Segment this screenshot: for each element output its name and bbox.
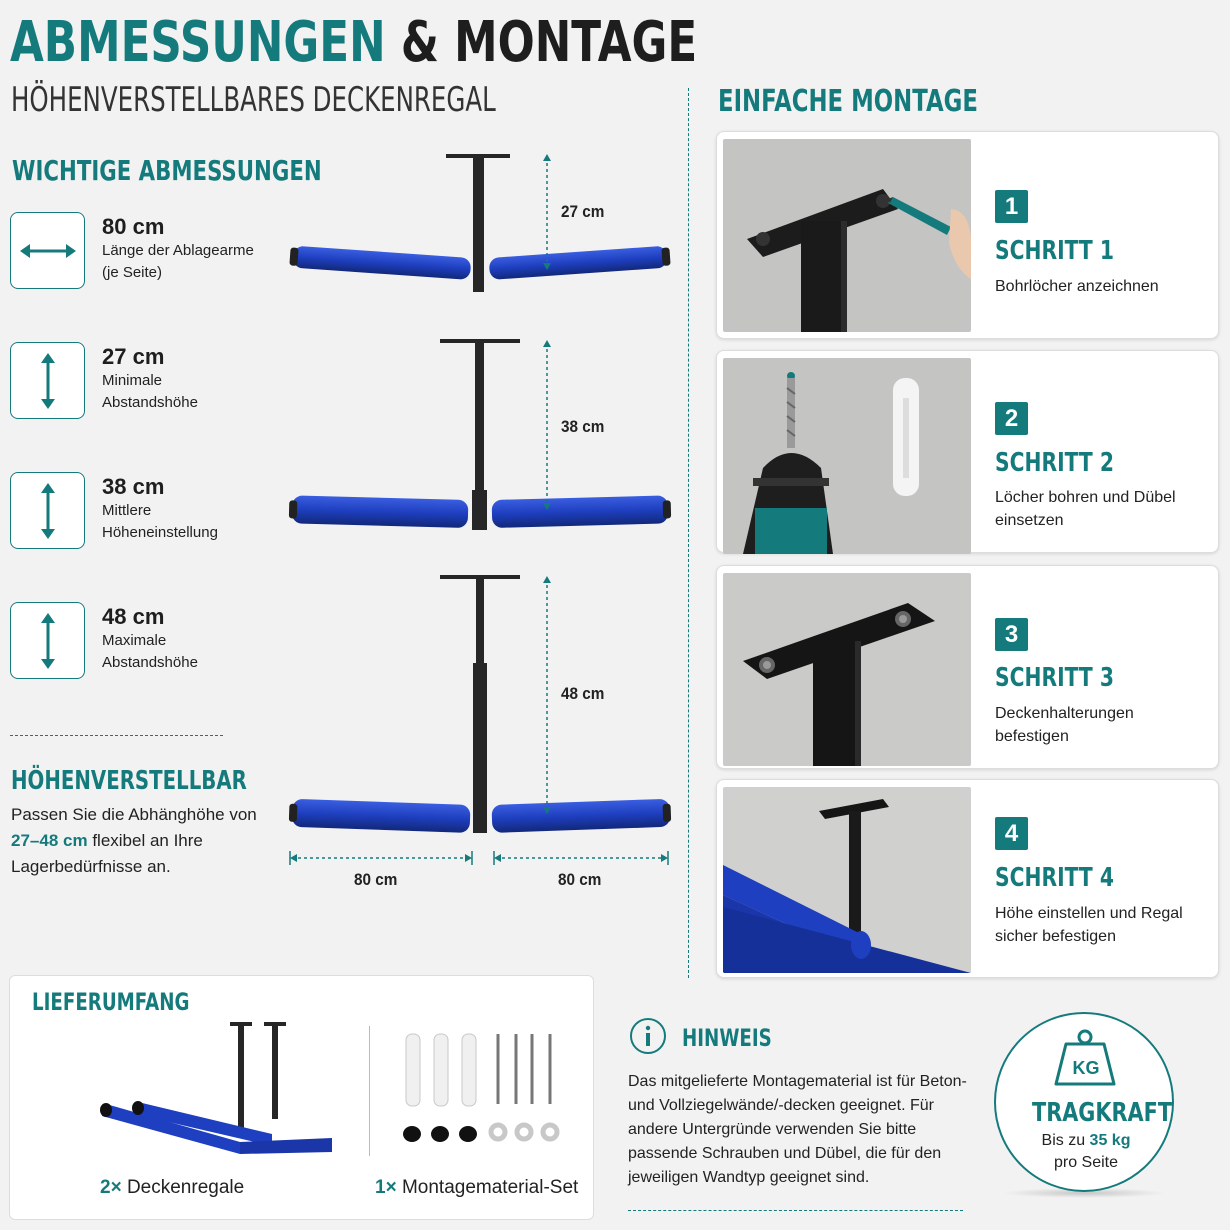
mounting-heading: EINFACHE MONTAGE [718,84,978,119]
shelf-diagram [288,154,672,865]
height-label-mid: 38 cm [561,417,605,436]
adjustable-text: Passen Sie die Abhänghöhe von 27–48 cm f… [11,802,261,880]
adjustable-text-before: Passen Sie die Abhänghöhe von [11,805,257,824]
height-label-max: 48 cm [561,684,605,703]
divider [10,735,223,736]
step-number-badge: 2 [995,402,1028,435]
column-divider [688,88,689,978]
scope-item-label: Deckenregale [126,1177,245,1198]
step-card-1: 1 SCHRITT 1 Bohrlöcher anzeichnen [716,131,1219,339]
scope-item-shelves: 2× Deckenregale [100,1177,244,1199]
title-part-1: ABMESSUNGEN [10,10,386,75]
scope-heading: LIEFERUMFANG [32,988,190,1016]
load-suffix: pro Seite [1053,1154,1119,1171]
title-part-2: & MONTAGE [400,10,698,75]
horizontal-arrow-icon [19,243,76,258]
step-number-badge: 4 [995,817,1028,850]
load-badge-shadow [1002,1188,1166,1198]
vertical-arrow-icon [40,352,55,409]
step-3-photo [723,573,971,766]
dimension-item-max: 48 cm Maximale Abstandshöhe [102,604,198,674]
dimension-icon-box [10,342,85,419]
dimension-value: 38 cm [102,474,165,499]
step-title: SCHRITT 4 [995,863,1114,893]
adjustable-heading: HÖHENVERSTELLBAR [11,766,247,796]
step-description: Bohrlöcher anzeichnen [995,278,1159,295]
load-heading: TRAGKRAFT [1032,1098,1173,1128]
vertical-arrow-icon [40,612,55,669]
step-description: Deckenhalterungen befestigen [995,705,1134,745]
scope-item-label: Montagematerial-Set [401,1177,579,1198]
dimension-label-line1: Maximale [102,632,167,649]
dimension-item-min: 27 cm Minimale Abstandshöhe [102,344,198,414]
dimension-label-line2: (je Seite) [102,264,163,281]
dimensions-heading: WICHTIGE ABMESSUNGEN [12,154,322,187]
load-capacity-badge: KG TRAGKRAFT Bis zu 35 kg pro Seite [994,1012,1174,1192]
shelves-product-image [100,1022,332,1154]
dimension-icon-box [10,602,85,679]
arm-label-right: 80 cm [558,870,602,889]
shelf-min-height [289,154,671,292]
step-2-photo [723,358,971,554]
step-description: Höhe einstellen und Regal sicher befesti… [995,905,1183,945]
shelf-mid-height [288,339,672,530]
scope-item-hardware: 1× Montagematerial-Set [375,1177,578,1199]
shelf-max-height [288,575,672,833]
step-card-4: 4 SCHRITT 4 Höhe einstellen und Regal si… [716,779,1219,978]
load-value: 35 kg [1089,1132,1131,1149]
dimension-icon-box [10,212,85,289]
dimension-label-line1: Minimale [102,372,163,389]
vertical-arrow-icon [40,482,55,539]
height-label-min: 27 cm [561,202,605,221]
dimension-item-mid: 38 cm Mittlere Höheneinstellung [102,474,218,544]
note-text: Das mitgelieferte Montagematerial ist fü… [628,1073,967,1186]
hardware-set-image [403,1033,560,1142]
step-4-photo [723,787,971,973]
dimension-value: 48 cm [102,604,165,629]
step-title: SCHRITT 1 [995,236,1114,266]
adjustable-range: 27–48 cm [11,831,88,850]
step-card-2: 2 SCHRITT 2 Löcher bohren und Dübel eins… [716,350,1219,554]
dimension-icon-box [10,472,85,549]
step-1-photo [723,139,971,332]
dimension-label-line2: Abstandshöhe [102,654,198,671]
dimension-label-line2: Höheneinstellung [102,524,218,541]
dimension-label-line2: Abstandshöhe [102,394,198,411]
step-number-badge: 3 [995,618,1028,651]
weight-icon [1054,1029,1116,1086]
step-number-badge: 1 [995,190,1028,223]
dimension-value: 27 cm [102,344,165,369]
dimension-item-length: 80 cm Länge der Ablagearme (je Seite) [102,214,254,284]
arm-label-left: 80 cm [354,870,398,889]
load-value-line: Bis zu 35 kg [996,1132,1176,1150]
dimension-label-line1: Mittlere [102,502,152,519]
step-title: SCHRITT 3 [995,663,1114,693]
scope-item-qty: 2× [100,1177,122,1198]
page-subtitle: HÖHENVERSTELLBARES DECKENREGAL [11,80,496,120]
scope-item-qty: 1× [375,1177,397,1198]
adjustable-text-after: flexibel an Ihre Lagerbedürfnisse an. [11,831,203,876]
arm-width-arrows [289,851,669,865]
load-prefix: Bis zu [1041,1132,1086,1149]
step-card-3: 3 SCHRITT 3 Deckenhalterungen befestigen [716,565,1219,769]
page-title: ABMESSUNGEN & MONTAGE [10,8,697,78]
note-heading: HINWEIS [682,1024,772,1052]
step-title: SCHRITT 2 [995,448,1114,478]
weight-icon-label: KG [1072,1058,1100,1078]
info-icon [630,1018,666,1054]
dimension-label-line1: Länge der Ablagearme [102,242,254,259]
dimension-value: 80 cm [102,214,165,239]
note-divider [628,1210,963,1211]
scope-divider [369,1026,370,1156]
step-description: Löcher bohren und Dübel einsetzen [995,489,1176,529]
